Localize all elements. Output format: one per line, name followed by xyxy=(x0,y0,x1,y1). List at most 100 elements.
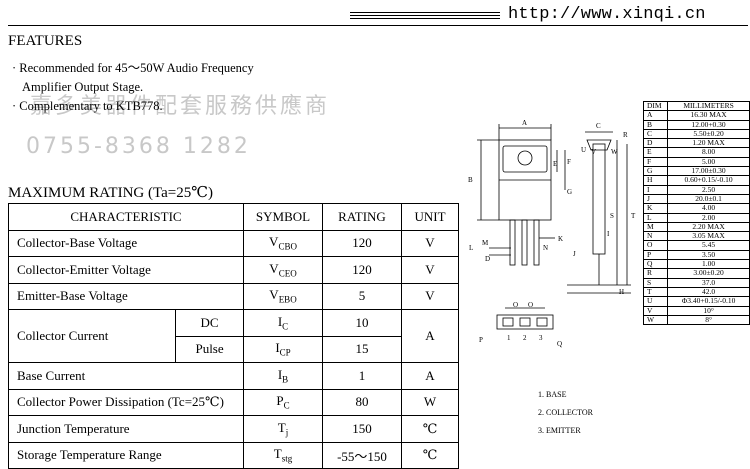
table-row: Pulse ICP 15 xyxy=(9,335,459,363)
row-name: Collector-Base Voltage xyxy=(8,229,244,257)
max-rating-table: CHARACTERISTIC SYMBOL RATING UNIT Collec… xyxy=(7,203,459,469)
label-A: A xyxy=(522,119,527,127)
package-tab xyxy=(502,145,548,173)
label-R: R xyxy=(623,131,628,139)
header-divider xyxy=(8,25,748,26)
label-O: O xyxy=(528,301,533,309)
row-mode-dc: DC xyxy=(175,309,244,337)
table-row: Collector Current DC IC 10 A xyxy=(7,309,459,363)
row-symbol: VCBO xyxy=(243,229,323,257)
row-rating: -55～150 xyxy=(322,441,402,469)
dim-key: U xyxy=(642,296,669,307)
watermark-company: 嘉多美器件配套服務供應商 xyxy=(30,94,331,119)
row-symbol: IB xyxy=(243,362,323,390)
label-T: T xyxy=(631,212,636,220)
row-rating: 80 xyxy=(322,388,402,416)
table-row: Collector-Emitter Voltage VCEO 120 V xyxy=(8,256,459,284)
row-name: Collector Power Dissipation (Tc=25℃) xyxy=(8,388,244,416)
row-symbol: VEBO xyxy=(243,282,323,310)
row-symbol: VCEO xyxy=(243,256,323,284)
dim-key: W xyxy=(642,314,669,326)
label-U: U xyxy=(581,146,586,154)
row-unit: V xyxy=(401,229,459,257)
label-H: H xyxy=(619,288,624,296)
label-B: B xyxy=(468,176,473,184)
label-V: V xyxy=(591,148,596,156)
row-symbol: IC xyxy=(243,309,323,337)
pin-legend-base: 1. BASE xyxy=(538,390,567,399)
dim-key: L xyxy=(642,212,669,223)
col-rating: RATING xyxy=(322,203,402,231)
dim-key: K xyxy=(642,203,669,214)
row-unit: ℃ xyxy=(401,415,459,443)
table-header-row: CHARACTERISTIC SYMBOL RATING UNIT xyxy=(8,203,459,231)
row-symbol: PC xyxy=(243,388,323,416)
label-J: J xyxy=(573,250,576,258)
row-name: Junction Temperature xyxy=(8,415,244,443)
row-unit: W xyxy=(401,388,459,416)
dim-col-header: DIM xyxy=(642,100,669,112)
label-S: S xyxy=(610,212,614,220)
dim-value: 3.00±0.20 xyxy=(667,268,750,279)
label-L: L xyxy=(469,244,473,252)
dim-key: R xyxy=(642,268,669,279)
table-row: Emitter-Base Voltage VEBO 5 V xyxy=(8,282,459,310)
header-url[interactable]: http://www.xinqi.cn xyxy=(508,5,706,24)
row-rating: 15 xyxy=(322,335,402,363)
dim-key: H xyxy=(642,175,669,186)
row-unit: V xyxy=(401,282,459,310)
pin-number-1: 1 xyxy=(507,334,511,342)
row-mode-pulse: Pulse xyxy=(175,335,244,363)
table-row: Collector Power Dissipation (Tc=25℃) PC … xyxy=(8,388,459,416)
pin-view-body xyxy=(496,314,554,330)
row-symbol: Tj xyxy=(243,415,323,443)
row-name: Collector-Emitter Voltage xyxy=(8,256,244,284)
label-P: P xyxy=(479,336,483,344)
label-K: K xyxy=(558,235,563,243)
lead-3 xyxy=(533,219,540,266)
label-E: E xyxy=(553,160,557,168)
mounting-hole xyxy=(517,150,533,166)
table-row: Junction Temperature Tj 150 ℃ xyxy=(8,415,459,443)
row-symbol: ICP xyxy=(243,335,323,363)
table-row: Storage Temperature Range Tstg -55～150 ℃ xyxy=(8,441,459,469)
pin-number-3: 3 xyxy=(539,334,543,342)
watermark-phone: 0755-8368 1282 xyxy=(26,134,251,159)
dim-value: 4.00 xyxy=(667,203,750,214)
row-rating: 10 xyxy=(322,309,402,337)
lead-1 xyxy=(509,219,516,266)
label-I: I xyxy=(607,230,610,238)
dim-value: 10° xyxy=(667,305,750,316)
dim-value: Φ3.40+0.15/-0.10 xyxy=(667,296,750,307)
col-unit: UNIT xyxy=(401,203,459,231)
row-symbol: Tstg xyxy=(243,441,323,469)
row-name: Base Current xyxy=(8,362,244,390)
row-name: Collector Current xyxy=(7,309,177,363)
label-N: N xyxy=(543,244,548,252)
dim-value: 12.00+0.30 xyxy=(667,119,750,130)
row-rating: 120 xyxy=(322,229,402,257)
row-rating: 120 xyxy=(322,256,402,284)
dim-value: 5.45 xyxy=(667,240,750,251)
package-outline-drawing: A B C D E F G H I J K L M N O O P Q R S … xyxy=(468,119,636,348)
row-unit: A xyxy=(401,309,459,363)
dim-key: E xyxy=(642,147,669,158)
col-symbol: SYMBOL xyxy=(243,203,323,231)
label-M: M xyxy=(482,239,489,247)
pin-legend-collector: 2. COLLECTOR xyxy=(538,408,593,417)
feature-item: Amplifier Output Stage. xyxy=(22,80,144,94)
dim-key: A xyxy=(642,110,669,121)
table-row: Collector-Base Voltage VCBO 120 V xyxy=(8,229,459,257)
features-title: FEATURES xyxy=(8,33,83,49)
